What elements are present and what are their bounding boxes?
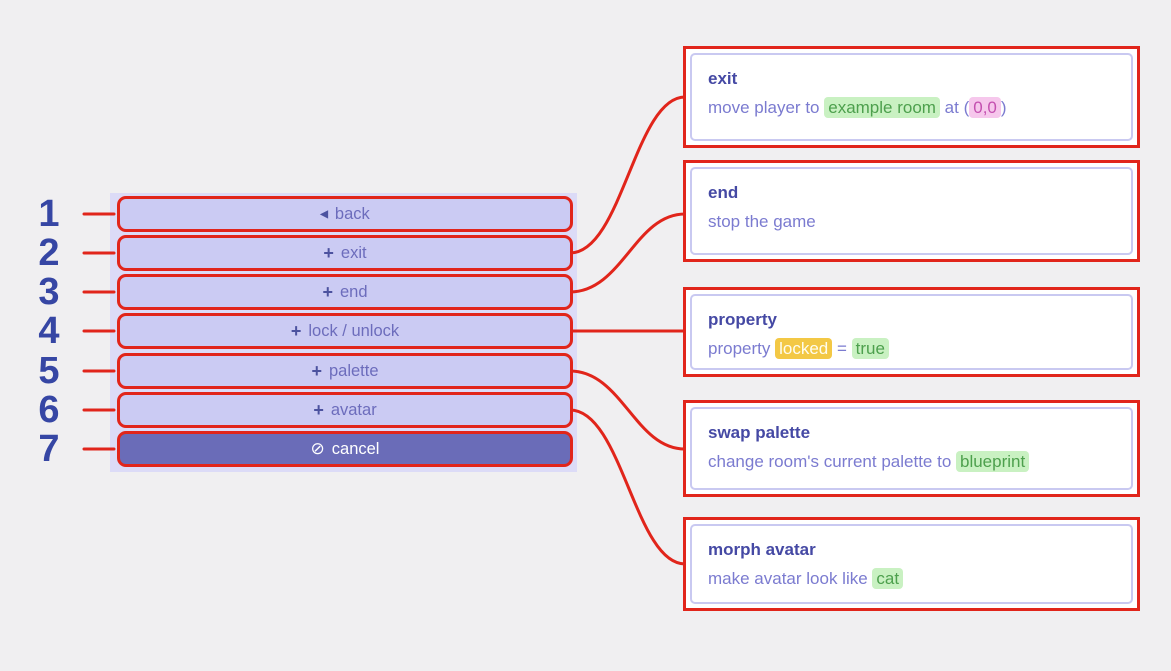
menu-button-avatar[interactable]: + avatar — [117, 392, 573, 428]
annotation-number: 3 — [38, 271, 60, 313]
plus-icon: + — [313, 400, 324, 420]
body-text: at ( — [939, 98, 970, 117]
annotation-number: 1 — [38, 193, 60, 235]
back-icon: ◀ — [320, 208, 328, 220]
body-text: move player to — [708, 98, 825, 117]
card-title: morph avatar — [708, 540, 816, 559]
highlight-chip-green: blueprint — [956, 451, 1030, 472]
card-inner: morph avatar make avatar look like cat — [690, 524, 1133, 604]
card-body: stop the game — [708, 209, 1115, 234]
plus-icon: + — [311, 361, 322, 381]
menu-button-lock-unlock[interactable]: + lock / unlock — [117, 313, 573, 349]
menu-button-label: palette — [328, 361, 379, 380]
card-body: move player to example room at (0,0) — [708, 95, 1115, 120]
card-inner: end stop the game — [690, 167, 1133, 255]
body-text: make avatar look like — [708, 569, 873, 588]
annotation-number: 6 — [38, 389, 60, 431]
body-text: = — [832, 339, 852, 358]
card-body: make avatar look like cat — [708, 566, 1115, 591]
preview-card-swap-palette: swap palette change room's current palett… — [683, 400, 1140, 497]
preview-card-exit: exit move player to example room at (0,0) — [683, 46, 1140, 148]
body-text: change room's current palette to — [708, 452, 956, 471]
card-body: change room's current palette to bluepri… — [708, 449, 1115, 474]
card-inner: swap palette change room's current palett… — [690, 407, 1133, 490]
preview-card-morph-avatar: morph avatar make avatar look like cat — [683, 517, 1140, 611]
menu-button-label: cancel — [331, 439, 380, 458]
annotation-number: 4 — [38, 310, 60, 352]
highlight-chip-pink: 0,0 — [969, 97, 1001, 118]
annotation-connector — [568, 369, 687, 451]
menu-button-label: end — [339, 282, 368, 301]
menu-button-cancel[interactable]: ⊘ cancel — [117, 431, 573, 467]
plus-icon: + — [322, 282, 333, 302]
highlight-chip-green: example room — [824, 97, 940, 118]
cancel-icon: ⊘ — [310, 439, 325, 458]
annotation-number: 7 — [38, 428, 60, 470]
menu-button-exit[interactable]: + exit — [117, 235, 573, 271]
card-title: end — [708, 183, 739, 202]
highlight-chip-green: cat — [872, 568, 904, 589]
annotation-connector — [568, 408, 687, 566]
plus-icon: + — [290, 321, 302, 341]
menu-button-end[interactable]: + end — [117, 274, 573, 310]
menu-button-label: back — [334, 204, 370, 223]
plus-icon: + — [323, 243, 334, 263]
card-inner: exit move player to example room at (0,0) — [690, 53, 1133, 141]
body-text: ) — [1000, 98, 1007, 117]
annotation-connector — [568, 95, 687, 255]
annotation-number: 5 — [38, 350, 60, 392]
annotation-number: 2 — [38, 232, 60, 274]
preview-card-end: end stop the game — [683, 160, 1140, 262]
highlight-chip-gold: locked — [775, 338, 833, 359]
card-title: swap palette — [708, 423, 811, 442]
card-title: property — [708, 310, 777, 329]
menu-button-label: lock / unlock — [308, 321, 400, 340]
menu-button-label: exit — [340, 243, 367, 262]
menu-button-palette[interactable]: + palette — [117, 353, 573, 389]
menu-button-label: avatar — [330, 400, 377, 419]
card-body: property locked = true — [708, 336, 1115, 361]
menu-button-back[interactable]: ◀ back — [117, 196, 573, 232]
highlight-chip-green: true — [851, 338, 889, 359]
body-text: property — [708, 339, 776, 358]
body-text: stop the game — [708, 212, 816, 231]
annotation-connector — [568, 212, 687, 294]
card-title: exit — [708, 69, 738, 88]
